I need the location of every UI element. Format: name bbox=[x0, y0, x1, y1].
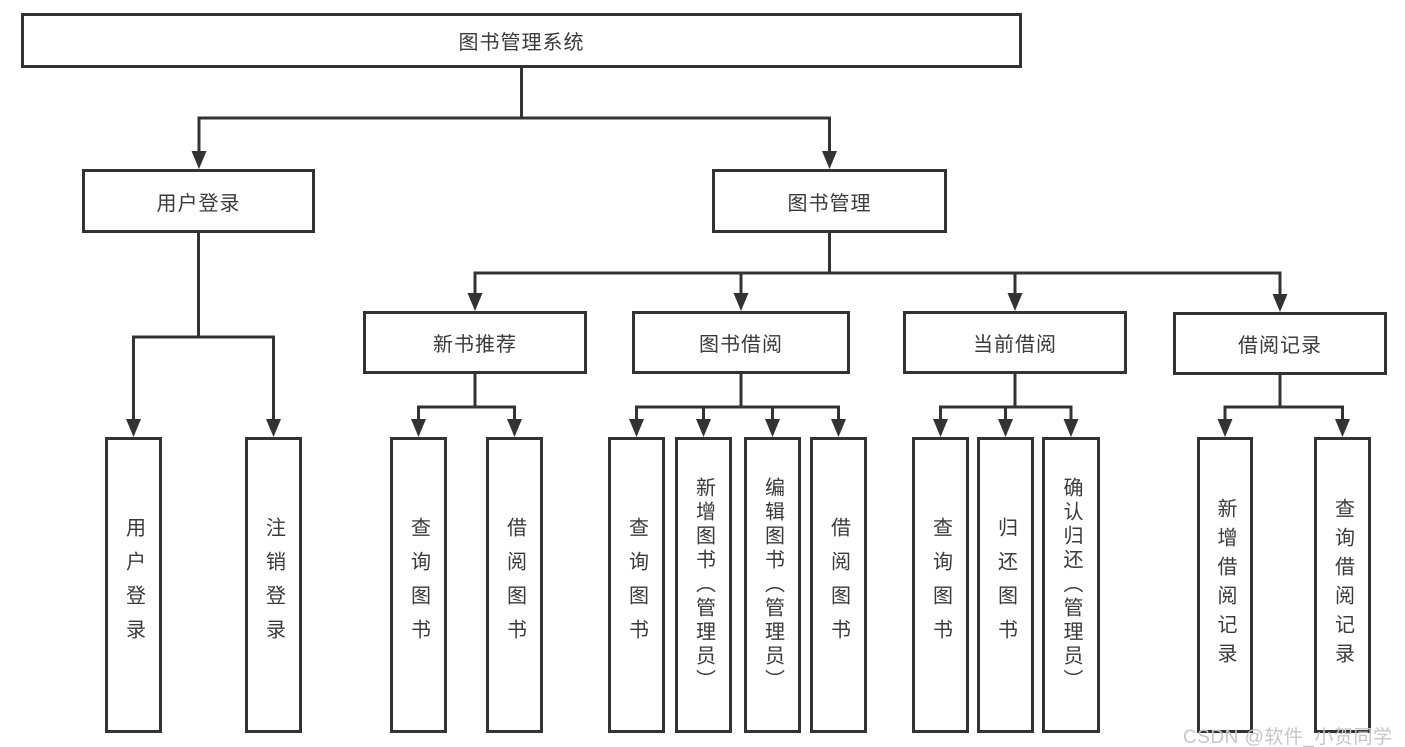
node-library-management-system: 图书管理系统 bbox=[21, 13, 1022, 68]
arrow-down-icon bbox=[1217, 419, 1233, 437]
node-book-management: 图书管理 bbox=[712, 169, 947, 233]
arrow-down-icon bbox=[696, 419, 711, 437]
leaf-label: 用户登录 bbox=[122, 517, 145, 653]
leaf-query-books-current: 查询图书 bbox=[912, 437, 969, 733]
arrow-down-icon bbox=[1007, 293, 1023, 311]
leaf-label: 借阅图书 bbox=[827, 517, 850, 653]
connector-book-borrow-children bbox=[635, 372, 840, 424]
leaf-add-borrow-record: 新增借阅记录 bbox=[1197, 437, 1253, 733]
leaf-label: 查询图书 bbox=[407, 517, 430, 653]
leaf-borrow-books: 借阅图书 bbox=[810, 437, 867, 733]
arrow-down-icon bbox=[1335, 419, 1350, 437]
connector-book-mgmt-children bbox=[473, 231, 1282, 299]
leaf-label: 查询图书 bbox=[929, 517, 952, 653]
leaf-query-borrow-record: 查询借阅记录 bbox=[1314, 437, 1371, 733]
node-label: 图书管理系统 bbox=[458, 32, 585, 54]
leaf-borrow-books-recommend: 借阅图书 bbox=[486, 437, 543, 733]
node-label: 用户登录 bbox=[156, 192, 241, 215]
leaf-confirm-return-admin: 确认归还（管理员） bbox=[1042, 437, 1100, 733]
arrow-down-icon bbox=[191, 151, 207, 169]
connector-user-login-children bbox=[132, 231, 275, 424]
leaf-label: 确认归还（管理员） bbox=[1060, 477, 1082, 693]
arrow-down-icon bbox=[1272, 294, 1288, 312]
csdn-watermark: CSDN @软件_小贺同学 bbox=[1183, 727, 1393, 747]
node-current-borrowing: 当前借阅 bbox=[903, 311, 1127, 374]
leaf-return-books: 归还图书 bbox=[977, 437, 1034, 733]
node-label: 借阅记录 bbox=[1238, 335, 1322, 357]
arrow-down-icon bbox=[1063, 419, 1079, 437]
arrow-down-icon bbox=[266, 419, 281, 437]
arrow-down-icon bbox=[629, 419, 644, 437]
arrow-down-icon bbox=[933, 419, 948, 437]
leaf-label: 新增借阅记录 bbox=[1214, 498, 1236, 672]
arrow-down-icon bbox=[822, 151, 837, 169]
leaf-label: 编辑图书（管理员） bbox=[761, 477, 784, 693]
node-label: 图书管理 bbox=[787, 192, 872, 215]
arrow-down-icon bbox=[998, 419, 1013, 437]
leaf-logout: 注销登录 bbox=[245, 437, 302, 733]
leaf-label: 查询图书 bbox=[625, 517, 648, 653]
node-new-book-recommend: 新书推荐 bbox=[363, 311, 587, 374]
node-user-login: 用户登录 bbox=[82, 169, 315, 233]
arrow-down-icon bbox=[467, 293, 483, 311]
leaf-query-books-recommend: 查询图书 bbox=[390, 437, 447, 733]
leaf-user-login: 用户登录 bbox=[105, 437, 162, 733]
node-borrowing-records: 借阅记录 bbox=[1173, 312, 1387, 375]
leaf-label: 注销登录 bbox=[262, 517, 285, 653]
node-label: 图书借阅 bbox=[699, 334, 783, 356]
arrow-down-icon bbox=[126, 419, 141, 437]
node-label: 新书推荐 bbox=[433, 334, 517, 356]
leaf-edit-book-admin: 编辑图书（管理员） bbox=[744, 437, 801, 733]
arrow-down-icon bbox=[733, 293, 749, 311]
arrow-down-icon bbox=[411, 419, 426, 437]
leaf-add-book-admin: 新增图书（管理员） bbox=[675, 437, 732, 733]
leaf-query-books-borrowing: 查询图书 bbox=[608, 437, 665, 733]
node-book-borrowing: 图书借阅 bbox=[632, 311, 850, 374]
arrow-down-icon bbox=[507, 419, 522, 437]
node-label: 当前借阅 bbox=[973, 334, 1057, 356]
connector-current-borrow-children bbox=[939, 372, 1073, 424]
leaf-label: 新增图书（管理员） bbox=[692, 477, 715, 693]
connector-new-book-children bbox=[417, 372, 516, 424]
connector-root-to-level2 bbox=[197, 66, 831, 156]
arrowheads bbox=[126, 151, 1350, 437]
arrow-down-icon bbox=[831, 419, 846, 437]
leaf-label: 查询借阅记录 bbox=[1331, 498, 1354, 672]
connector-borrow-records-children bbox=[1223, 373, 1344, 424]
leaf-label: 借阅图书 bbox=[503, 517, 526, 653]
arrow-down-icon bbox=[765, 419, 780, 437]
leaf-label: 归还图书 bbox=[994, 517, 1017, 653]
